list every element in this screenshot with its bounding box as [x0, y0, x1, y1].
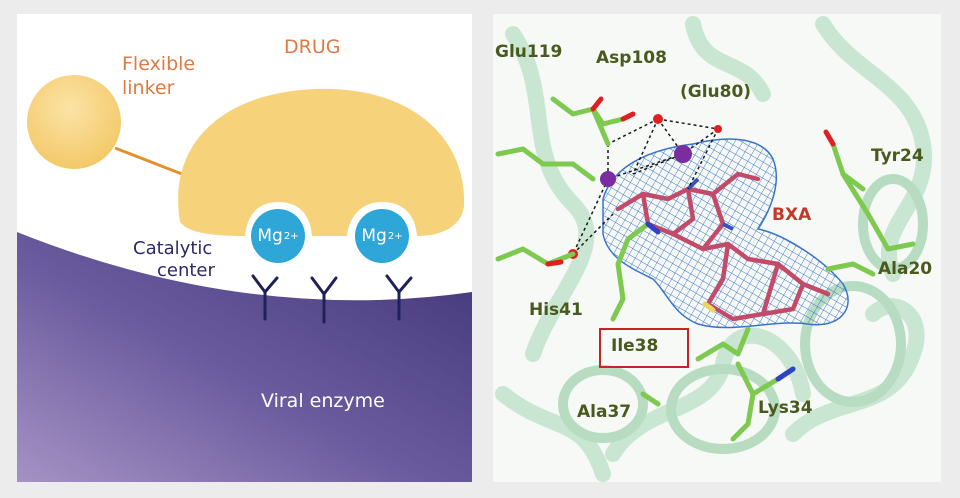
label-glu119: Glu119: [495, 42, 563, 62]
schematic-drawing: [17, 75, 472, 482]
drug-blob: [178, 88, 465, 236]
magnesium-ions: [600, 145, 692, 187]
structure-panel: Glu119 Asp108 (Glu80) Tyr24 BXA Ala20 Hi…: [493, 14, 941, 482]
label-lys34: Lys34: [758, 398, 813, 418]
ile38-highlight-box: [599, 328, 689, 368]
label-ala20: Ala20: [878, 259, 933, 279]
label-ile38: Ile38: [611, 336, 659, 356]
label-his41: His41: [529, 300, 583, 320]
label-bxa: BXA: [772, 205, 812, 225]
catalytic-residues: [251, 274, 413, 324]
label-asp108: Asp108: [596, 48, 667, 68]
drug-ball: [27, 75, 121, 169]
mg-ion-1-charge: 2+: [283, 230, 299, 242]
catalytic-label-line2: center: [157, 260, 215, 281]
linker-label-line2: linker: [122, 77, 175, 99]
label-tyr24: Tyr24: [871, 146, 924, 166]
heteroatom-tips: [545, 96, 836, 382]
mg-ion-2-symbol: Mg: [361, 226, 387, 246]
mg-ion-1-symbol: Mg: [257, 226, 283, 246]
electron-density-mesh: [602, 138, 849, 329]
linker-label-line1: Flexible: [122, 53, 196, 75]
flexible-linker-line: [114, 146, 188, 178]
residue-sticks: [495, 96, 916, 442]
structure-drawing: [495, 16, 933, 482]
viral-enzyme-label: Viral enzyme: [261, 390, 385, 412]
label-glu80: (Glu80): [680, 82, 752, 102]
viral-enzyme-shape: [17, 232, 472, 482]
catalytic-label-line1: Catalytic: [133, 238, 213, 259]
label-ala37: Ala37: [577, 402, 632, 422]
drug-label: DRUG: [284, 36, 341, 58]
helix-coils: [558, 174, 928, 454]
mg-ion-2-charge: 2+: [387, 230, 403, 242]
